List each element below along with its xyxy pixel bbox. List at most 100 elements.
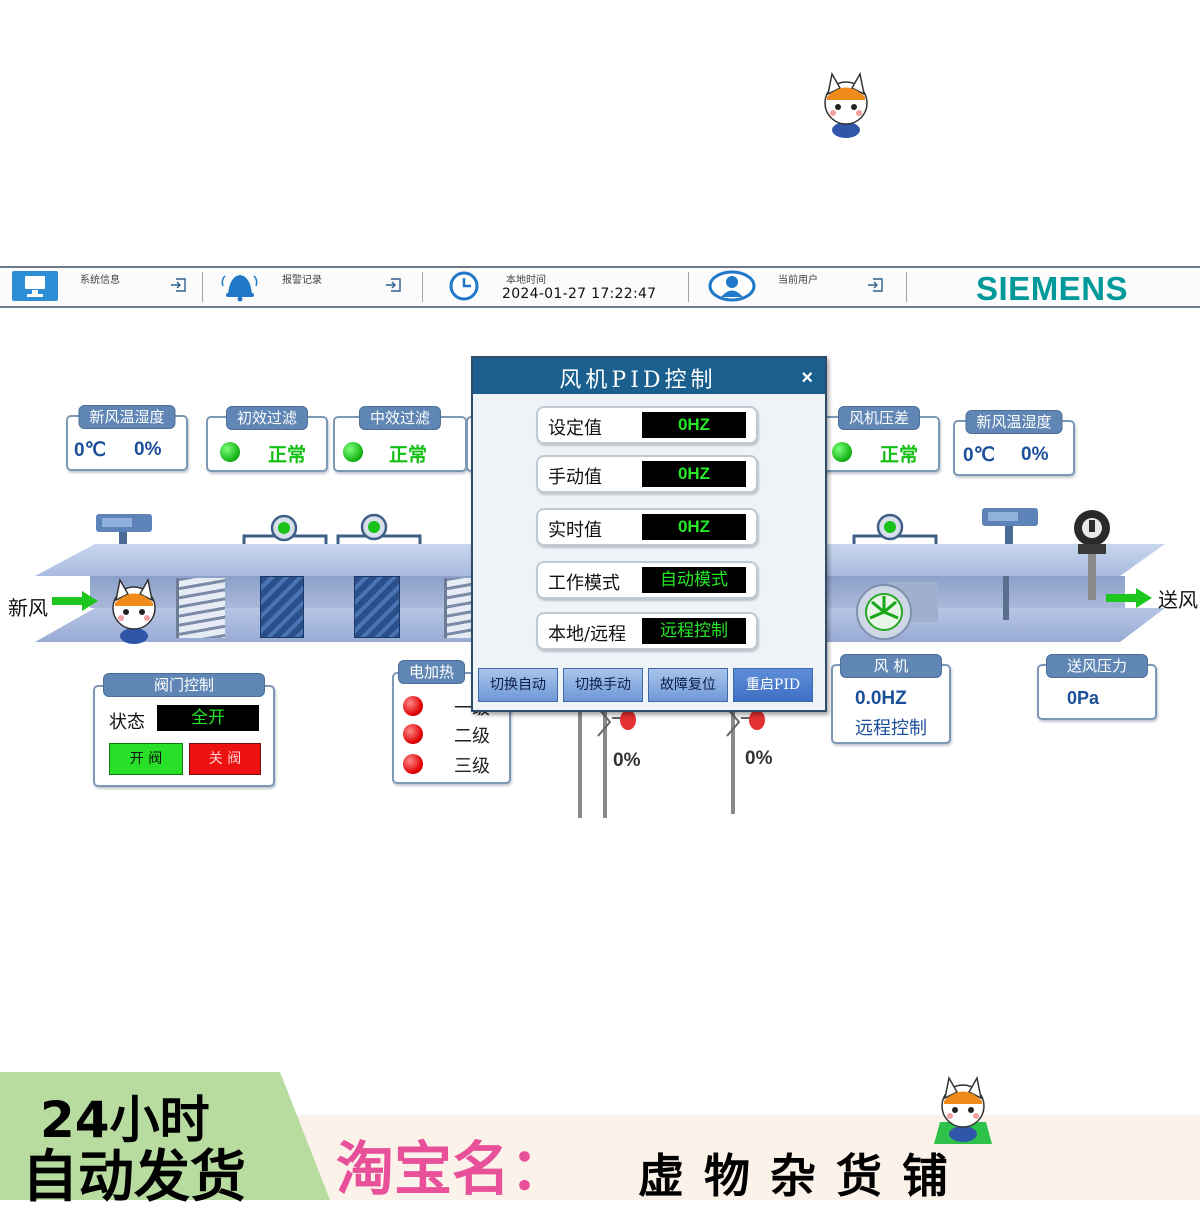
setpoint-label: 设定值 bbox=[548, 418, 602, 439]
alarm-log-exit-icon[interactable] bbox=[385, 278, 401, 292]
manual-value-label: 手动值 bbox=[548, 467, 602, 488]
panel-title: 风 机 bbox=[840, 654, 942, 678]
close-valve-button[interactable]: 关 阀 bbox=[189, 743, 261, 775]
valve-control-panel: 阀门控制 状态 全开 开 阀 关 阀 bbox=[93, 673, 275, 787]
local-time-label: 本地时间 bbox=[506, 275, 546, 286]
pipe-line bbox=[731, 708, 735, 814]
system-info-label: 系统信息 bbox=[80, 275, 120, 286]
panel-title: 新风温湿度 bbox=[965, 410, 1063, 434]
fresh-air-humidity: 0% bbox=[134, 439, 162, 460]
shop-name: 虚 物 杂 货 铺 bbox=[638, 1149, 951, 1203]
promo-banner-left bbox=[0, 1072, 330, 1200]
heating-stage-1-indicator bbox=[403, 696, 423, 716]
local-remote-value: 远程控制 bbox=[642, 618, 746, 644]
outlet-arrow-icon bbox=[1106, 588, 1152, 608]
mascot-sticker bbox=[934, 1075, 992, 1144]
mascot-sticker bbox=[112, 578, 156, 644]
heating-stage-3-indicator bbox=[403, 754, 423, 774]
switch-manual-button[interactable]: 切换手动 bbox=[563, 668, 643, 702]
primary-filter-panel: 初效过滤 正常 bbox=[206, 406, 328, 472]
work-mode-label: 工作模式 bbox=[548, 573, 620, 594]
fan-pressure-panel: 风机压差 正常 bbox=[818, 406, 940, 472]
realtime-value-row: 实时值 0HZ bbox=[536, 508, 758, 546]
damper-louver bbox=[176, 578, 225, 638]
panel-title: 中效过滤 bbox=[358, 406, 442, 430]
panel-title: 新风温湿度 bbox=[78, 405, 176, 429]
realtime-value-display: 0HZ bbox=[642, 514, 746, 540]
heating-stage-3-label: 三级 bbox=[454, 756, 490, 777]
supply-pressure-panel: 送风压力 0Pa bbox=[1037, 654, 1157, 720]
fan-control-mode: 远程控制 bbox=[855, 718, 927, 739]
promo-banner-right bbox=[280, 1115, 1200, 1200]
fan-frequency: 0.0HZ bbox=[855, 688, 907, 709]
valve-actuator-icon[interactable] bbox=[594, 704, 640, 746]
dialog-title: 风机PID控制 bbox=[559, 368, 717, 393]
shop-label: 淘宝名： bbox=[336, 1135, 569, 1203]
inlet-arrow-icon bbox=[52, 591, 98, 611]
medium-filter bbox=[354, 576, 400, 638]
divider bbox=[688, 272, 689, 302]
panel-title: 电加热 bbox=[398, 660, 466, 684]
status-text: 正常 bbox=[268, 444, 307, 466]
work-mode-value: 自动模式 bbox=[642, 567, 746, 593]
pipe-line bbox=[603, 708, 607, 818]
status-indicator bbox=[343, 442, 363, 462]
fresh-air-right-panel: 新风温湿度 0℃ 0% bbox=[953, 410, 1075, 476]
manual-value-row: 手动值 0HZ bbox=[536, 455, 758, 493]
promo-line1: 24小时 bbox=[40, 1091, 210, 1149]
clock-icon bbox=[449, 271, 479, 301]
divider bbox=[422, 272, 423, 302]
pipe-line bbox=[578, 708, 582, 818]
divider bbox=[202, 272, 203, 302]
mascot-sticker bbox=[824, 71, 868, 138]
open-valve-button[interactable]: 开 阀 bbox=[109, 743, 183, 775]
dialog-header[interactable]: 风机PID控制 × bbox=[473, 358, 825, 394]
local-time-value: 2024-01-27 17:22:47 bbox=[502, 286, 657, 302]
status-indicator bbox=[220, 442, 240, 462]
close-icon[interactable]: × bbox=[801, 367, 813, 389]
divider bbox=[906, 272, 907, 302]
fault-reset-button[interactable]: 故障复位 bbox=[648, 668, 728, 702]
switch-auto-button[interactable]: 切换自动 bbox=[478, 668, 558, 702]
top-bar: 系统信息 报警记录 本地时间 2024-01-27 17:22:47 当前用户 … bbox=[0, 266, 1200, 308]
status-text: 正常 bbox=[880, 444, 919, 466]
setpoint-input[interactable]: 0HZ bbox=[642, 412, 746, 438]
manual-value-input[interactable]: 0HZ bbox=[642, 461, 746, 487]
heating-stage-2-indicator bbox=[403, 724, 423, 744]
panel-title: 阀门控制 bbox=[103, 673, 265, 697]
status-text: 正常 bbox=[389, 444, 428, 466]
alarm-log-label: 报警记录 bbox=[282, 275, 322, 286]
setpoint-row: 设定值 0HZ bbox=[536, 406, 758, 444]
fresh-air-humidity: 0% bbox=[1021, 444, 1049, 465]
supply-pressure-value: 0Pa bbox=[1067, 688, 1100, 708]
current-user-label: 当前用户 bbox=[778, 275, 818, 286]
bell-icon[interactable] bbox=[220, 270, 260, 302]
sensor-probe bbox=[1003, 576, 1009, 620]
system-info-exit-icon[interactable] bbox=[170, 278, 186, 292]
valve-state-value: 全开 bbox=[157, 705, 259, 731]
valve-actuator-icon[interactable] bbox=[723, 704, 769, 746]
valve-state-label: 状态 bbox=[109, 712, 145, 733]
primary-filter bbox=[260, 576, 304, 638]
user-exit-icon[interactable] bbox=[867, 278, 883, 292]
status-indicator bbox=[832, 442, 852, 462]
fresh-air-temp: 0℃ bbox=[74, 440, 106, 461]
local-remote-row: 本地/远程 远程控制 bbox=[536, 612, 758, 650]
realtime-value-label: 实时值 bbox=[548, 520, 602, 541]
panel-title: 初效过滤 bbox=[225, 406, 309, 430]
valve-1-percent: 0% bbox=[613, 750, 641, 771]
pressure-transmitter-icon bbox=[1074, 510, 1110, 600]
fresh-air-temp: 0℃ bbox=[963, 445, 995, 466]
promo-line2: 自动发货 bbox=[22, 1145, 246, 1210]
brand-logo: SIEMENS bbox=[976, 270, 1129, 307]
restart-pid-button[interactable]: 重启PID bbox=[733, 668, 813, 702]
heating-stage-2-label: 二级 bbox=[454, 726, 490, 747]
fresh-air-left-panel: 新风温湿度 0℃ 0% bbox=[66, 405, 188, 471]
panel-title: 风机压差 bbox=[837, 406, 921, 430]
monitor-icon[interactable] bbox=[12, 271, 58, 301]
medium-filter-panel: 中效过滤 正常 bbox=[333, 406, 467, 472]
user-icon[interactable] bbox=[708, 270, 756, 302]
panel-title: 送风压力 bbox=[1046, 654, 1148, 678]
fan-panel: 风 机 0.0HZ 远程控制 bbox=[831, 654, 951, 744]
work-mode-row: 工作模式 自动模式 bbox=[536, 561, 758, 599]
